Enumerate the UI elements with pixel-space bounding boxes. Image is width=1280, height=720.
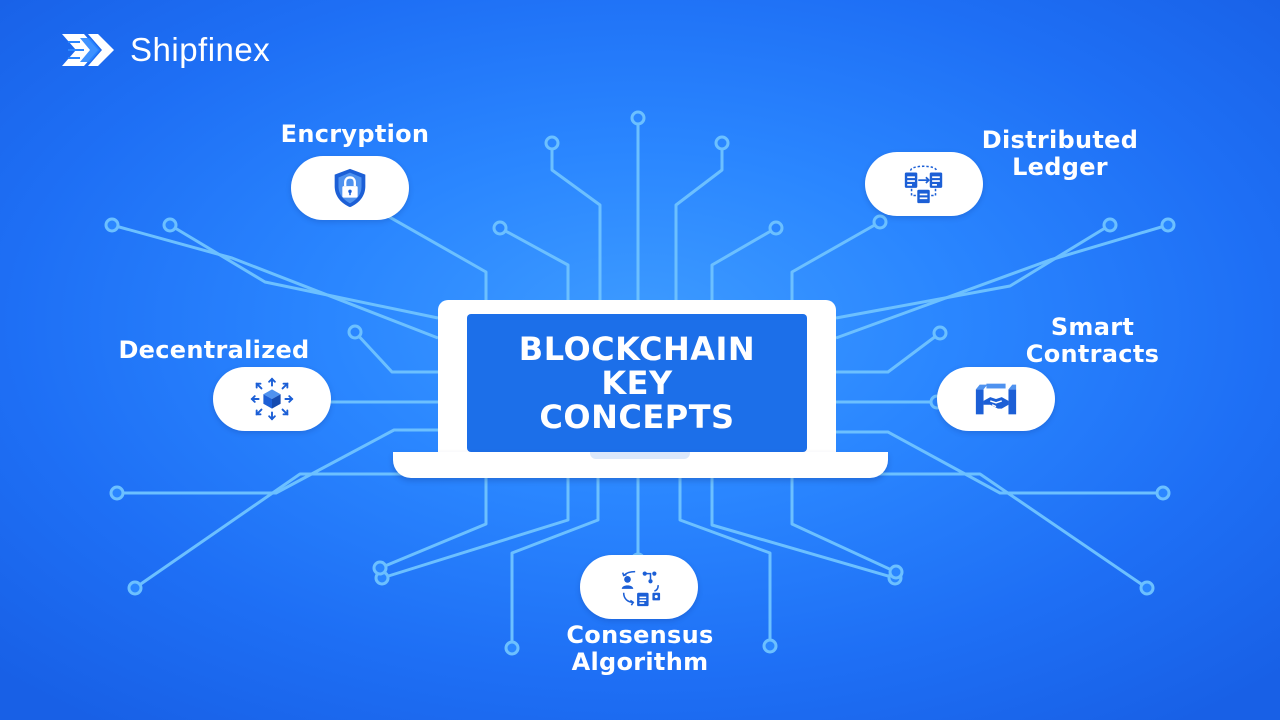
circuit-trace [790,220,881,300]
circuit-trace [790,478,897,574]
label-decentralized: Decentralized [118,336,310,364]
circuit-node-dot [1160,217,1176,233]
circuit-node-dot [127,580,143,596]
label-distributed-ledger: Distributed Ledger [981,126,1139,181]
circuit-trace [835,223,1111,320]
node-encryption [291,156,409,220]
circuit-node-dot [504,640,520,656]
label-encryption: Encryption [280,120,430,148]
laptop-notch [590,452,690,459]
circuit-trace [836,430,1163,495]
node-consensus-algorithm [580,555,698,619]
circuit-trace [850,472,1148,590]
circuit-node-dot [1139,580,1155,596]
circuit-node-dot [888,564,904,580]
circuit-trace [169,223,439,320]
label-smart-contracts: Smart Contracts [1025,313,1160,368]
circuit-trace [550,143,602,300]
circuit-node-dot [372,560,388,576]
circuit-trace [111,223,439,340]
circuit-trace [836,331,941,374]
circuit-trace [499,226,570,300]
circuit-trace [134,472,430,590]
circuit-node-dot [492,220,508,236]
circuit-trace [379,478,488,570]
consensus-cycle-icon [621,570,661,607]
circuit-trace [353,330,438,374]
circuit-node-dot [714,135,730,151]
circuit-node-dot [762,638,778,654]
label-consensus-algorithm: Consensus Algorithm [566,621,714,676]
shipfinex-logo-icon [62,34,114,66]
circuit-node-dot [347,324,363,340]
node-distributed-ledger [865,152,983,216]
cube-arrows-icon [250,377,294,421]
circuit-node-dot [768,220,784,236]
node-smart-contracts [937,367,1055,431]
center-title: BLOCKCHAIN KEY CONCEPTS [518,330,756,436]
circuit-trace [678,478,772,646]
circuit-node-dot [1102,217,1118,233]
ledger-documents-icon [904,165,943,204]
shield-lock-icon [334,168,366,208]
laptop-screen: BLOCKCHAIN KEY CONCEPTS [467,314,807,452]
circuit-trace [117,428,438,495]
circuit-trace [510,478,600,648]
circuit-node-dot [109,485,125,501]
circuit-node-dot [544,135,560,151]
circuit-node-dot [162,217,178,233]
circuit-node-dot [872,214,888,230]
circuit-trace [674,143,724,300]
circuit-trace [710,226,777,300]
brand: Shipfinex [58,30,270,70]
circuit-trace [710,478,896,580]
circuit-trace [835,223,1169,340]
handshake-blocks-icon [975,383,1017,415]
circuit-node-dot [932,325,948,341]
circuit-node-dot [1155,485,1171,501]
brand-name: Shipfinex [130,31,271,68]
circuit-trace [381,478,570,580]
circuit-trace [369,204,488,300]
circuit-node-dot [104,217,120,233]
circuit-node-dot [630,110,646,126]
node-decentralized [213,367,331,431]
